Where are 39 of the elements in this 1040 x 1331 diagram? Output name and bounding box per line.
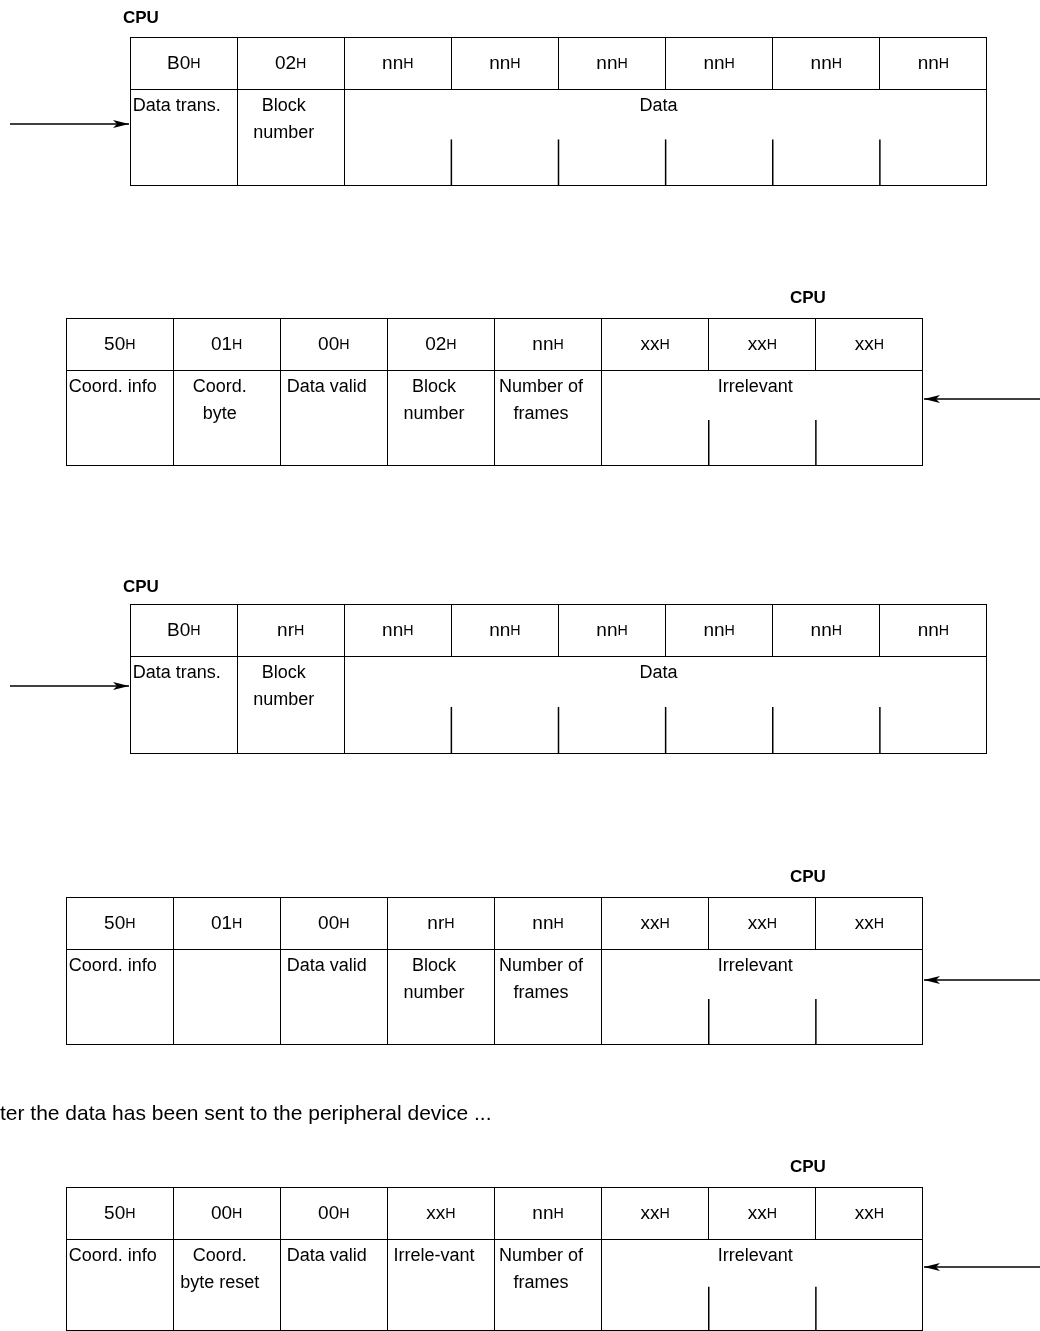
arrow xyxy=(923,1263,1040,1271)
direction-label: CPU xyxy=(123,7,159,29)
table-cell: Coord. info xyxy=(65,369,175,466)
table-cell: Block number xyxy=(386,948,494,1045)
table-cell: Block number xyxy=(236,655,344,754)
table-cell: Coord. info xyxy=(65,1238,175,1331)
table-cell: Data trans. xyxy=(129,88,239,186)
table-cell: Data xyxy=(343,88,987,186)
byte-table xyxy=(66,318,923,466)
table-cell: Irrelevant xyxy=(601,1238,923,1331)
table-cell: Block number xyxy=(386,369,494,466)
byte-table xyxy=(130,604,987,754)
note-text: ter the data has been sent to the peripheral device ... xyxy=(0,1102,492,1124)
arrow xyxy=(923,395,1040,403)
direction-label: CPU xyxy=(790,866,826,888)
direction-label: CPU xyxy=(790,287,826,309)
table-cell: Irrele-vant xyxy=(386,1238,494,1331)
table-cell: Block number xyxy=(236,88,344,186)
byte-table xyxy=(66,897,923,1045)
byte-table xyxy=(130,37,987,186)
table-cell: Data trans. xyxy=(129,655,239,754)
table-cell: Data xyxy=(343,655,987,754)
arrow xyxy=(9,120,130,128)
table-cell: Coord. byte xyxy=(172,369,280,466)
table-cell: Data valid xyxy=(279,1238,387,1331)
direction-label: CPU xyxy=(123,576,159,598)
direction-label: CPU xyxy=(790,1156,826,1178)
table-cell: Number of frames xyxy=(494,369,602,466)
arrow xyxy=(923,976,1040,984)
arrow xyxy=(9,682,130,690)
table-cell: Irrelevant xyxy=(601,948,923,1045)
table-cell: Number of frames xyxy=(494,1238,602,1331)
table-cell: Data valid xyxy=(279,948,387,1045)
byte-table xyxy=(66,1187,923,1331)
table-cell: Coord. info xyxy=(65,948,175,1045)
table-cell: Data valid xyxy=(279,369,387,466)
table-cell: Irrelevant xyxy=(601,369,923,466)
table-cell: Number of frames xyxy=(494,948,602,1045)
table-cell: Coord. byte reset xyxy=(172,1238,280,1331)
